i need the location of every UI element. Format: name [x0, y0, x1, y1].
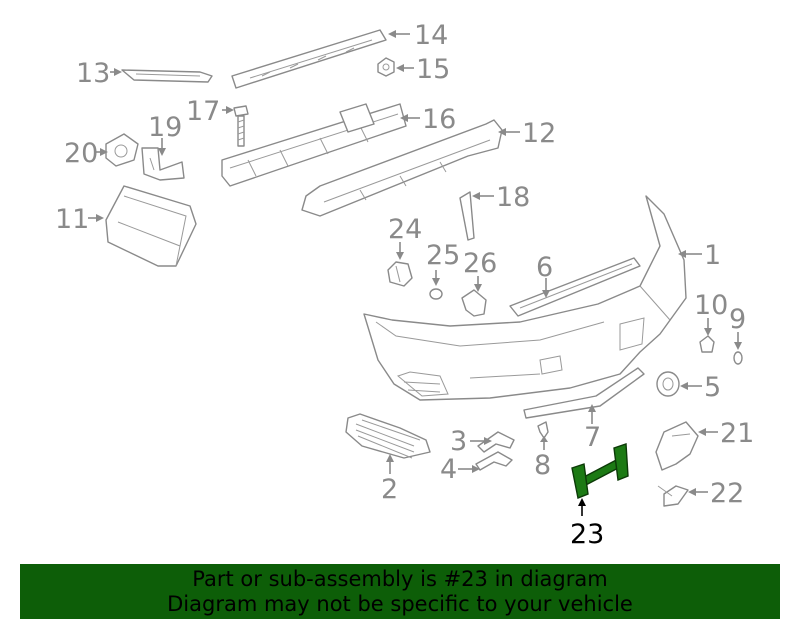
svg-text:25: 25: [426, 240, 460, 271]
callout-26: 26: [463, 248, 497, 292]
part-25-grommet: [429, 288, 443, 300]
part-19-bracket: [141, 147, 185, 181]
callout-23: 23: [570, 498, 604, 550]
callout-15: 15: [396, 54, 450, 85]
callout-1: 1: [678, 240, 721, 271]
svg-text:8: 8: [534, 450, 551, 481]
svg-text:3: 3: [450, 426, 467, 457]
callout-9: 9: [729, 304, 746, 350]
callout-7: 7: [584, 404, 601, 453]
svg-text:23: 23: [570, 519, 604, 550]
callout-14: 14: [388, 20, 448, 51]
svg-text:7: 7: [584, 422, 601, 453]
callout-12: 12: [498, 118, 556, 149]
callout-11: 11: [55, 204, 104, 235]
banner-line-2: Diagram may not be specific to your vehi…: [167, 592, 633, 616]
callout-16: 16: [400, 104, 456, 135]
part-7-molding: [523, 367, 645, 419]
callout-18: 18: [472, 182, 530, 213]
part-2-grille: [345, 413, 431, 459]
svg-text:11: 11: [55, 204, 89, 235]
svg-text:20: 20: [64, 138, 98, 169]
callout-22: 22: [688, 478, 744, 509]
part-14-rail: [231, 29, 387, 89]
callout-13: 13: [76, 58, 122, 89]
svg-text:15: 15: [416, 54, 450, 85]
callout-24: 24: [388, 214, 422, 260]
part-15-nut: [377, 57, 395, 77]
part-12-absorber: [301, 119, 503, 217]
part-17-bolt: [233, 105, 249, 147]
svg-text:1: 1: [704, 240, 721, 271]
callout-2: 2: [381, 454, 398, 505]
svg-text:5: 5: [704, 372, 721, 403]
part-4-trim: [475, 451, 513, 471]
svg-text:13: 13: [76, 58, 110, 89]
svg-text:10: 10: [694, 290, 728, 321]
svg-text:12: 12: [522, 118, 556, 149]
callout-25: 25: [426, 240, 460, 286]
callout-5: 5: [680, 372, 721, 403]
part-9-washer: [733, 351, 743, 365]
svg-text:9: 9: [729, 304, 746, 335]
part-1-bumper-cover: [363, 195, 687, 401]
svg-text:18: 18: [496, 182, 530, 213]
part-10-grommet: [699, 335, 715, 353]
banner-line-1: Part or sub-assembly is #23 in diagram: [192, 567, 608, 591]
callout-4: 4: [440, 454, 480, 485]
svg-text:24: 24: [388, 214, 422, 245]
part-6-strip: [509, 257, 641, 317]
callout-21: 21: [698, 418, 754, 449]
part-18-bracket: [459, 191, 475, 241]
callout-8: 8: [534, 436, 551, 481]
callout-20: 20: [64, 138, 108, 169]
callout-3: 3: [450, 426, 492, 457]
callout-19: 19: [148, 112, 182, 156]
part-11-support: [105, 185, 197, 267]
part-23-bracket: [571, 443, 629, 499]
info-banner: Part or sub-assembly is #23 in diagram D…: [20, 564, 780, 619]
part-26-sensor: [461, 289, 487, 317]
part-3-trim: [477, 431, 515, 453]
part-20-gasket: [105, 133, 139, 167]
svg-text:17: 17: [186, 96, 220, 127]
svg-text:6: 6: [536, 252, 553, 283]
svg-text:22: 22: [710, 478, 744, 509]
svg-text:14: 14: [414, 20, 448, 51]
svg-text:16: 16: [422, 104, 456, 135]
callout-17: 17: [186, 96, 234, 127]
svg-text:2: 2: [381, 474, 398, 505]
part-13-bracket: [121, 69, 213, 83]
svg-text:4: 4: [440, 454, 457, 485]
part-16-absorber: [221, 103, 407, 187]
svg-text:21: 21: [720, 418, 754, 449]
svg-text:26: 26: [463, 248, 497, 279]
callout-6: 6: [536, 252, 553, 298]
part-8-clip: [537, 421, 549, 439]
part-24-clip: [387, 261, 413, 287]
callout-10: 10: [694, 290, 728, 336]
part-22-clip: [657, 485, 689, 507]
parts-diagram: 1 2 3 4 5 6 7 8 9 10 11 12: [55, 20, 754, 550]
part-21-cover: [655, 421, 699, 471]
svg-text:19: 19: [148, 112, 182, 143]
part-5-cap: [656, 371, 680, 397]
